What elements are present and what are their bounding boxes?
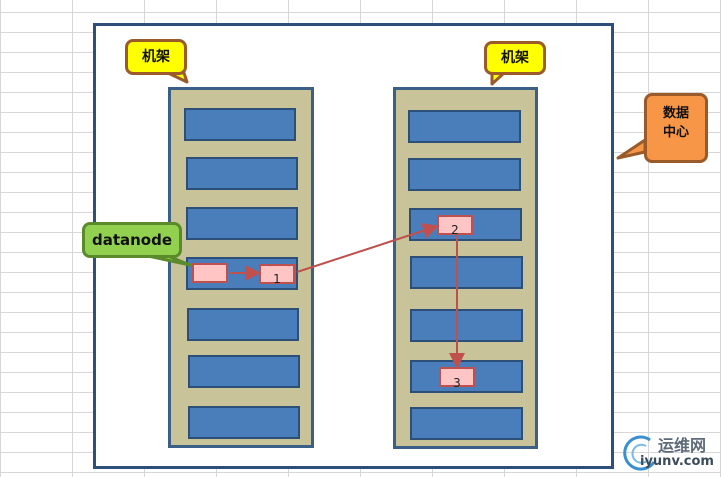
watermark: 运维网 iyunv.com	[620, 430, 721, 477]
rack-left-node	[186, 157, 298, 190]
rack-right-label: 机架	[501, 50, 529, 66]
rack-right-node	[408, 158, 521, 191]
block-2: 2	[437, 215, 473, 237]
rack-left-callout: 机架	[125, 39, 187, 75]
watermark-logo-icon	[623, 435, 656, 471]
datanode-callout: datanode	[82, 222, 182, 258]
block-source	[192, 263, 228, 283]
block-3: 3	[439, 367, 475, 390]
rack-left-node	[186, 207, 298, 240]
rack-right-node	[408, 110, 521, 143]
rack-left-node	[184, 108, 296, 141]
watermark-title: 运维网	[658, 436, 707, 455]
datacenter-label-line1: 数据	[662, 106, 689, 121]
rack-left-node	[187, 308, 299, 341]
block-1: 1	[259, 264, 295, 286]
rack-right-node	[410, 309, 523, 342]
datacenter-label-line2: 中心	[662, 125, 689, 140]
datacenter-callout: 数据 中心	[644, 93, 708, 163]
rack-left-label: 机架	[142, 49, 170, 65]
rack-right-node	[410, 256, 523, 289]
rack-right-callout: 机架	[484, 41, 546, 75]
rack-left-node	[188, 355, 300, 388]
rack-left-node	[188, 406, 300, 439]
rack-right-node	[410, 407, 523, 440]
datacenter-callout-tail	[616, 138, 647, 160]
datanode-label: datanode	[91, 231, 173, 249]
watermark-url: iyunv.com	[640, 454, 714, 469]
